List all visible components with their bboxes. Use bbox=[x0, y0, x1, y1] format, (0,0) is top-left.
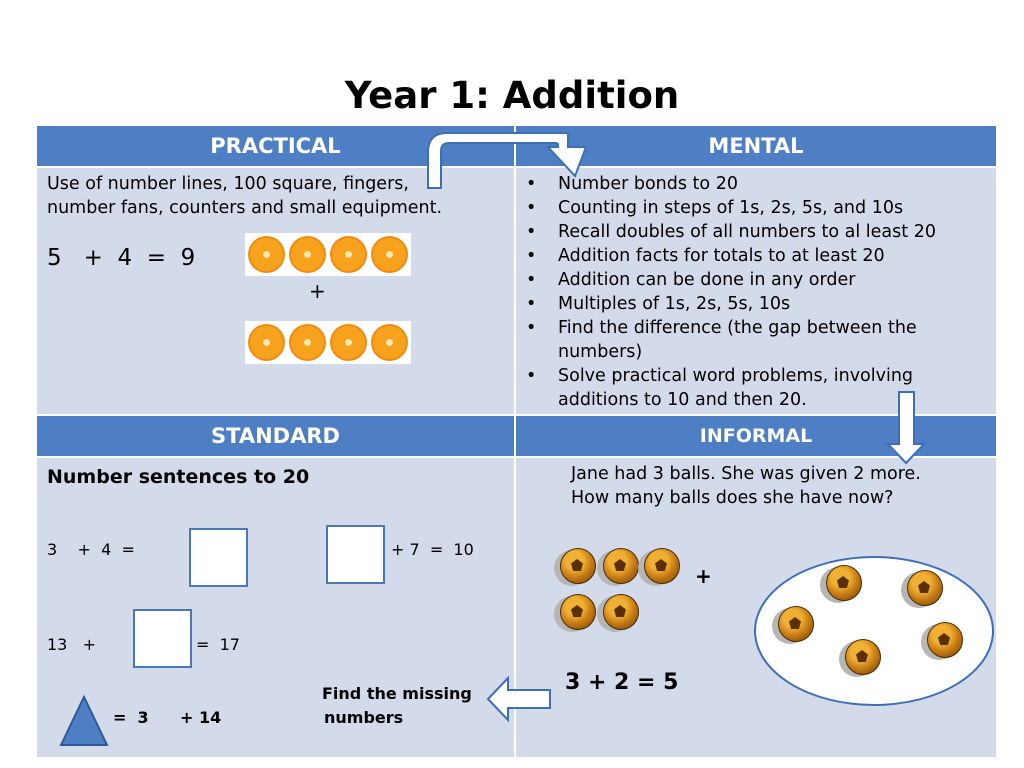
row-divider-middle bbox=[37, 414, 996, 416]
down-arrow bbox=[885, 391, 927, 465]
answer-box bbox=[133, 609, 192, 668]
standard-equation-3-left: 13 + bbox=[47, 635, 97, 654]
mental-list-item: Addition facts for totals to at least 20 bbox=[522, 244, 990, 268]
orange-image bbox=[371, 236, 408, 273]
informal-problem-line1: Jane had 3 balls. She was given 2 more. bbox=[571, 464, 921, 484]
orange-image bbox=[289, 324, 326, 361]
ball-image bbox=[927, 622, 963, 658]
orange-image bbox=[371, 324, 408, 361]
orange-image bbox=[248, 236, 285, 273]
practical-equation: 5 + 4 = 9 bbox=[47, 245, 196, 271]
mental-list-item: Multiples of 1s, 2s, 5s, 10s bbox=[522, 292, 990, 316]
answer-box bbox=[189, 528, 248, 587]
column-divider bbox=[514, 126, 516, 757]
standard-heading: Number sentences to 20 bbox=[47, 466, 310, 488]
ball-image bbox=[907, 570, 943, 606]
mental-list: Number bonds to 20 Counting in steps of … bbox=[522, 172, 990, 412]
orange-image bbox=[330, 324, 367, 361]
row-divider-top bbox=[37, 166, 996, 168]
standard-equation-3-right: = 17 bbox=[196, 635, 240, 654]
orange-row-bottom bbox=[245, 321, 411, 364]
curved-arrow bbox=[427, 132, 588, 189]
mental-list-item: Solve practical word problems, involving… bbox=[522, 364, 990, 412]
standard-equation-4-left: = 3 bbox=[113, 708, 149, 727]
ball-image bbox=[560, 548, 596, 584]
ball-image bbox=[845, 639, 881, 675]
ball-image bbox=[603, 594, 639, 630]
mental-list-item: Find the difference (the gap between the… bbox=[522, 316, 990, 364]
standard-header: STANDARD bbox=[37, 416, 514, 456]
practical-text-line2: number fans, counters and small equipmen… bbox=[47, 198, 443, 218]
informal-answer: 3 + 2 = 5 bbox=[565, 670, 679, 695]
standard-equation-4-right: + 14 bbox=[180, 708, 222, 727]
mental-header: MENTAL bbox=[516, 126, 996, 166]
informal-plus-sign: + bbox=[695, 564, 712, 588]
mental-list-item: Counting in steps of 1s, 2s, 5s, and 10s bbox=[522, 196, 990, 220]
row-divider-bottom bbox=[37, 456, 996, 458]
mental-list-item: Recall doubles of all numbers to al leas… bbox=[522, 220, 990, 244]
standard-equation-1: 3 + 4 = bbox=[47, 540, 135, 559]
ball-image bbox=[826, 565, 862, 601]
informal-problem-line2: How many balls does she have now? bbox=[571, 488, 894, 508]
practical-plus-sign: + bbox=[309, 279, 326, 303]
ball-image bbox=[603, 548, 639, 584]
ball-image bbox=[644, 548, 680, 584]
orange-image bbox=[248, 324, 285, 361]
mental-list-item: Number bonds to 20 bbox=[522, 172, 990, 196]
missing-numbers-line2: numbers bbox=[324, 708, 404, 727]
answer-box bbox=[326, 525, 385, 584]
triangle-shape bbox=[59, 694, 109, 746]
standard-equation-2: + 7 = 10 bbox=[391, 540, 474, 559]
orange-image bbox=[289, 236, 326, 273]
orange-row-top bbox=[245, 233, 411, 276]
mental-list-item: Addition can be done in any order bbox=[522, 268, 990, 292]
practical-text-line1: Use of number lines, 100 square, fingers… bbox=[47, 174, 409, 194]
ball-image bbox=[778, 606, 814, 642]
page-title: Year 1: Addition bbox=[344, 74, 680, 117]
orange-image bbox=[330, 236, 367, 273]
missing-numbers-line1: Find the missing bbox=[322, 684, 472, 703]
ball-image bbox=[560, 594, 596, 630]
left-arrow bbox=[486, 675, 551, 723]
